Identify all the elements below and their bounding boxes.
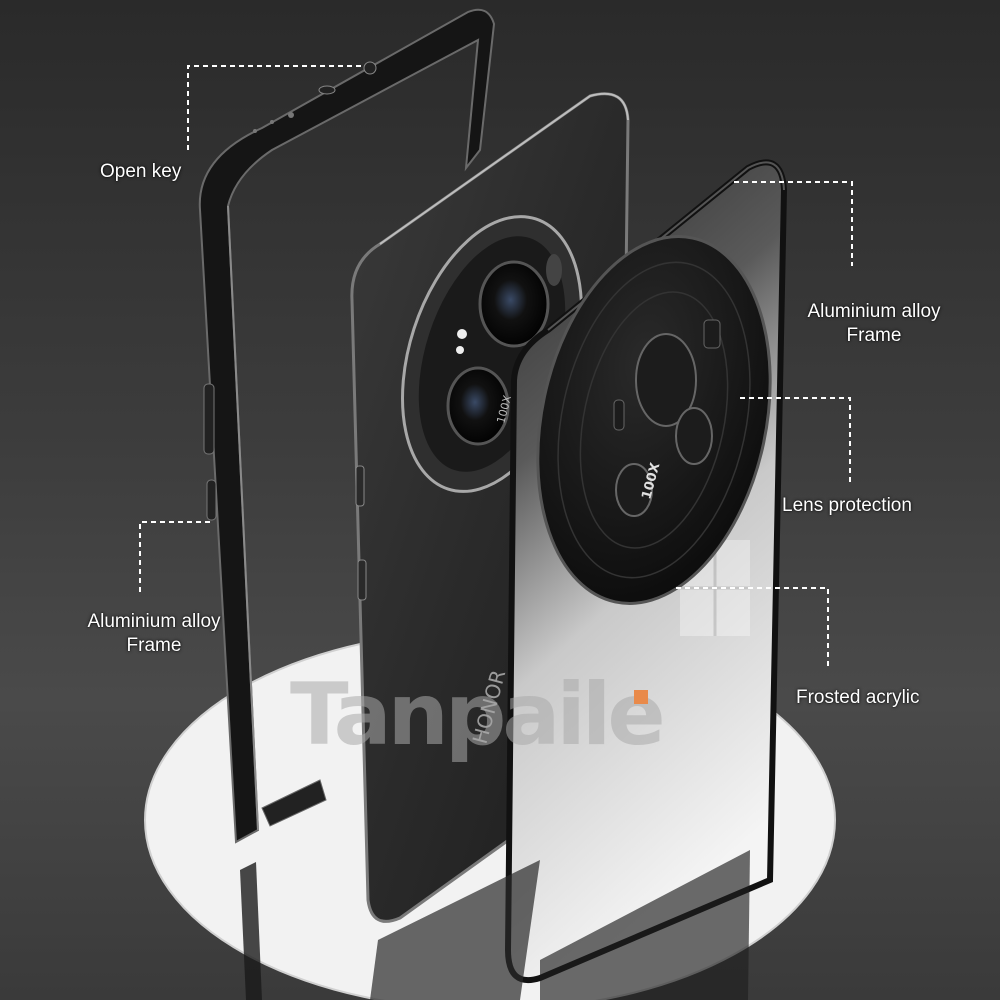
acrylic-case: 100X bbox=[504, 159, 788, 983]
callout-aluminium-alloy-frame-right: Aluminium alloy Frame bbox=[807, 301, 941, 346]
callout-open-key: Open key bbox=[100, 161, 182, 182]
left-frame bbox=[198, 8, 496, 844]
callout-lines bbox=[139, 65, 853, 668]
watermark-logo: Tanpaile bbox=[290, 665, 666, 765]
callout-aluminium-alloy-frame-left: Aluminium alloy Frame bbox=[87, 611, 221, 656]
callout-frosted-acrylic: Frosted acrylic bbox=[796, 687, 920, 708]
watermark-accent-square bbox=[634, 690, 648, 704]
lens-protection-disc: 100X bbox=[536, 235, 772, 605]
callout-lens-protection: Lens protection bbox=[782, 495, 912, 516]
